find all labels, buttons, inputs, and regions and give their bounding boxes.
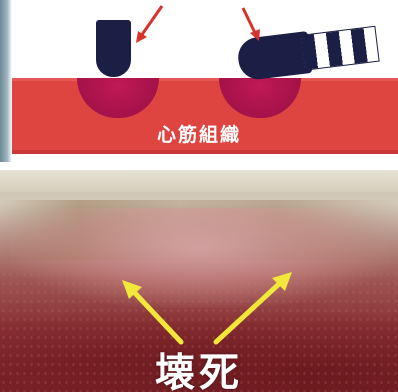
red-arrow-icon	[243, 8, 260, 41]
tissue-label: 心筋組織	[0, 120, 398, 147]
yellow-arrow-icon	[122, 280, 181, 342]
tissue-photo-panel: 壊死	[0, 170, 398, 392]
necrosis-label: 壊死	[0, 340, 398, 392]
yellow-arrow-icon	[216, 272, 292, 342]
ablation-diagram-panel: 心筋組織	[0, 0, 398, 162]
red-arrow-icon	[136, 6, 162, 43]
